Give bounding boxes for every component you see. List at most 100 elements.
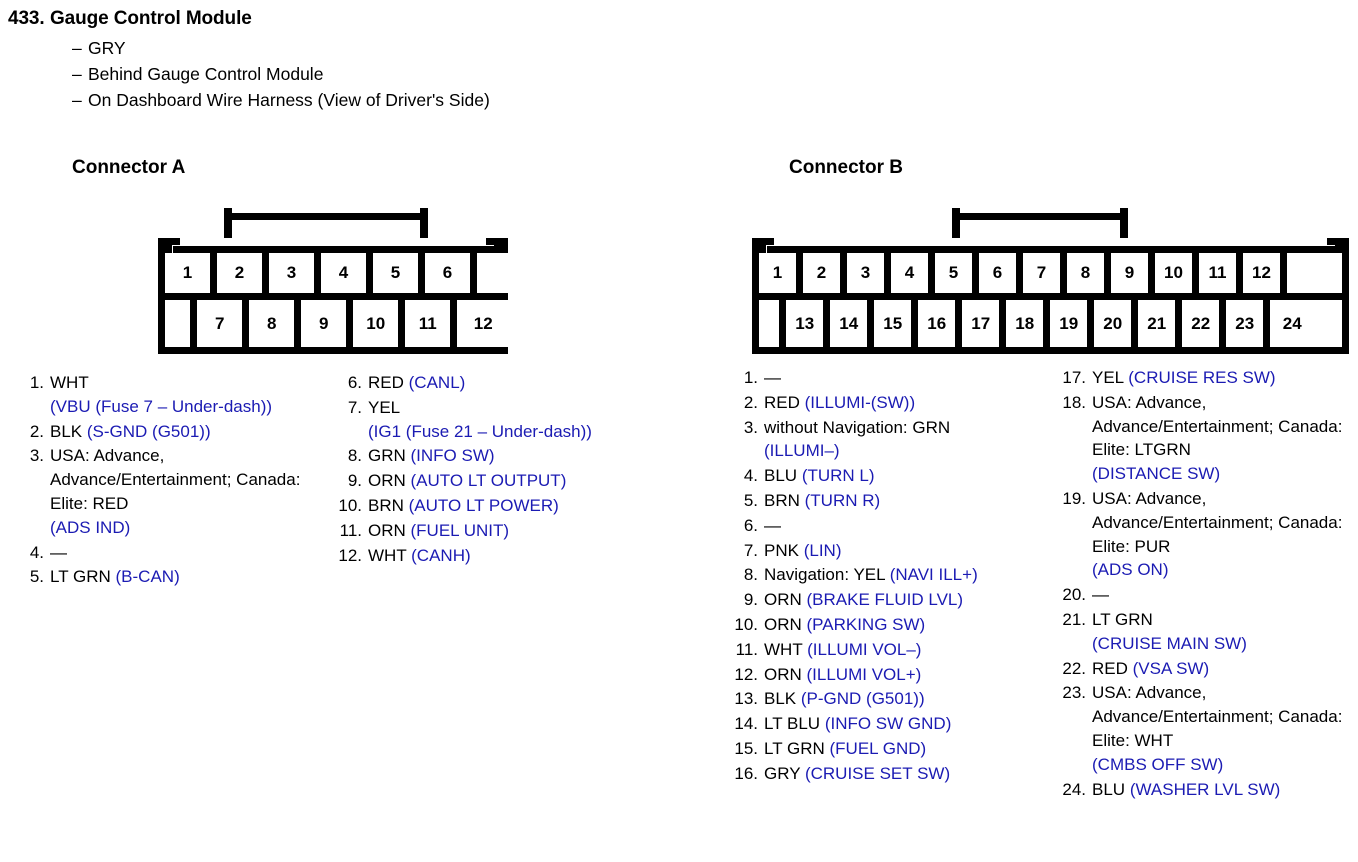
pin-cell-19: 19 [1050, 300, 1095, 347]
connector-b-heading: Connector B [789, 157, 903, 178]
pin-description: USA: Advance, Advance/Entertainment; Can… [1092, 391, 1358, 486]
wire-color: LT GRN [1092, 609, 1153, 629]
pin-description: — [764, 366, 1050, 390]
wire-color: LT GRN [50, 567, 111, 587]
signal-name: (AUTO LT POWER) [408, 495, 559, 515]
wire-color: ORN [764, 590, 802, 610]
pin-cell-18: 18 [1006, 300, 1051, 347]
signal-name: (B-CAN) [115, 567, 180, 587]
pin-cell-blank [165, 300, 198, 347]
pin-number: 2. [29, 421, 44, 441]
pin-cell-23: 23 [1226, 300, 1271, 347]
wire-color: RED [1092, 658, 1128, 678]
pin-cell-16: 16 [918, 300, 963, 347]
pin-cell-6: 6 [979, 253, 1023, 293]
signal-name: (IG1 (Fuse 21 – Under-dash)) [368, 421, 592, 441]
wire-color: BLU [1092, 779, 1126, 799]
pin-cell-3: 3 [269, 253, 321, 293]
wire-color: — [1092, 585, 1109, 605]
pin-number: 15. [734, 738, 758, 758]
pin-description: RED (VSA SW) [1092, 657, 1358, 681]
connector-b-latch [752, 200, 1349, 246]
signal-name: (VSA SW) [1132, 658, 1210, 678]
shell-rail-mid [767, 246, 1348, 253]
pin-description: LT BLU (INFO SW GND) [764, 712, 1050, 736]
signal-name: (CRUISE RES SW) [1128, 368, 1276, 387]
pin-number: 6. [743, 515, 758, 535]
pin-description: BRN (TURN R) [764, 489, 1050, 513]
header-bullet: –On Dashboard Wire Harness (View of Driv… [72, 88, 1348, 114]
latch-post-right [420, 208, 428, 246]
pin-number: 12. [338, 545, 362, 565]
pin-number: 17. [1062, 368, 1086, 387]
pin-entry: 14. LT BLU (INFO SW GND) [730, 712, 1050, 736]
pin-number: 14. [734, 714, 758, 734]
signal-name: (INFO SW) [410, 446, 495, 466]
signal-name: (CANH) [411, 545, 471, 565]
pin-description: WHT (ILLUMI VOL–) [764, 638, 1050, 662]
header-bullet: –GRY [72, 36, 1348, 62]
pin-cell-22: 22 [1182, 300, 1227, 347]
wire-color: LT BLU [764, 714, 821, 734]
pin-number: 21. [1062, 609, 1086, 629]
pin-description: ORN (FUEL UNIT) [368, 519, 664, 543]
pin-number: 1. [29, 373, 44, 392]
pin-description: BLU (WASHER LVL SW) [1092, 778, 1358, 802]
latch-bar [224, 213, 428, 220]
pin-cell-2: 2 [803, 253, 847, 293]
connector-b-pinlist-column-2: 17.YEL (CRUISE RES SW)18.USA: Advance, A… [1058, 366, 1358, 802]
wire-color: BLK [50, 421, 83, 441]
pin-number: 5. [29, 567, 44, 587]
pin-number: 4. [743, 466, 758, 486]
shell-rail-left [759, 238, 774, 245]
pin-entry: 12. WHT (CANH) [334, 544, 664, 568]
pin-cell-9: 9 [301, 300, 354, 347]
signal-name: (ILLUMI–) [764, 441, 840, 461]
connector-a-pinlist-column-1: 1.WHT(VBU (Fuse 7 – Under-dash))2.BLK (S… [16, 371, 336, 590]
pin-number: 3. [29, 446, 44, 466]
pin-number: 1. [743, 368, 758, 387]
pin-entry: 1. — [730, 366, 1050, 390]
pin-entry: 6.RED (CANL) [334, 371, 664, 395]
pin-number: 20. [1062, 585, 1086, 605]
pin-cell-1: 1 [759, 253, 803, 293]
signal-name: (WASHER LVL SW) [1129, 779, 1281, 799]
wire-color: WHT [368, 545, 407, 565]
pin-cell-21: 21 [1138, 300, 1183, 347]
wire-color: ORN [764, 614, 802, 634]
signal-name: (ILLUMI VOL–) [807, 639, 922, 659]
pin-entry: 4.— [16, 541, 336, 565]
pin-description: without Navigation: GRN(ILLUMI–) [764, 416, 1050, 464]
latch-bar [952, 213, 1128, 220]
pin-number: 8. [347, 446, 362, 466]
wire-color: ORN [368, 471, 406, 491]
pin-entry: 2.BLK (S-GND (G501)) [16, 420, 336, 444]
signal-name: (PARKING SW) [806, 614, 926, 634]
pin-entry: 5. LT GRN (B-CAN) [16, 565, 336, 589]
pin-entry: 12.ORN (ILLUMI VOL+) [730, 663, 1050, 687]
pin-entry: 2.RED (ILLUMI-(SW)) [730, 391, 1050, 415]
wire-color: RED [368, 373, 404, 392]
pin-description: USA: Advance, Advance/Entertainment; Can… [1092, 681, 1358, 776]
signal-name: (LIN) [803, 540, 842, 560]
pin-description: RED (CANL) [368, 371, 664, 395]
pin-cell-blank [759, 300, 787, 347]
pin-cell-6: 6 [425, 253, 477, 293]
pin-description: USA: Advance, Advance/Entertainment; Can… [1092, 487, 1358, 582]
wire-color: GRN [368, 446, 406, 466]
signal-name: (TURN L) [801, 466, 875, 486]
pin-entry: 5.BRN (TURN R) [730, 489, 1050, 513]
pin-description: BLU (TURN L) [764, 464, 1050, 488]
pin-description: — [50, 541, 336, 565]
pin-cell-4: 4 [891, 253, 935, 293]
pin-entry: 17.YEL (CRUISE RES SW) [1058, 366, 1358, 390]
signal-name: (NAVI ILL+) [889, 565, 978, 585]
pin-cell-11: 11 [1199, 253, 1243, 293]
